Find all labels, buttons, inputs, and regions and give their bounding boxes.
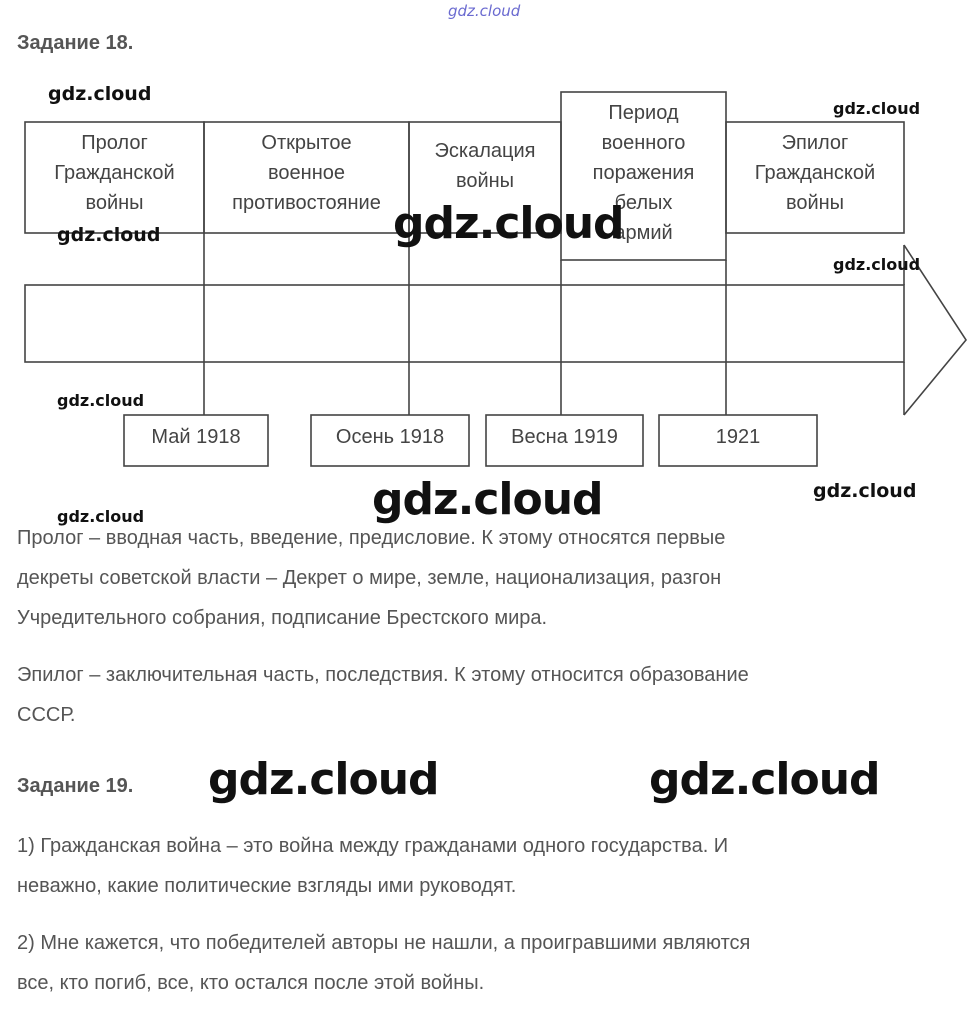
watermark: gdz.cloud bbox=[833, 99, 921, 118]
timeline-diagram bbox=[24, 91, 967, 467]
arrow-band bbox=[24, 284, 905, 363]
task-18-title: Задание 18. bbox=[17, 32, 134, 54]
task-18-prologue-text: Пролог – вводная часть, введение, предис… bbox=[17, 527, 726, 629]
date-box-1 bbox=[123, 414, 269, 467]
task-18-epilogue-text: Эпилог – заключительная часть, последств… bbox=[17, 664, 749, 726]
date-box-2 bbox=[310, 414, 470, 467]
watermark: gdz.cloud bbox=[813, 480, 917, 502]
watermark: gdz.cloud bbox=[57, 507, 145, 526]
task-19-answer-2: 2) Мне кажется, что победителей авторы н… bbox=[17, 932, 751, 994]
date-label-3: Весна 1919 bbox=[511, 426, 618, 448]
date-label-1: Май 1918 bbox=[151, 426, 241, 448]
date-box-4 bbox=[658, 414, 818, 467]
watermark: gdz.cloud bbox=[208, 754, 440, 805]
arrow-head bbox=[903, 244, 967, 416]
date-label-4: 1921 bbox=[715, 426, 761, 448]
watermark: gdz.cloud bbox=[393, 198, 625, 249]
watermark-top: gdz.cloud bbox=[448, 2, 521, 20]
date-label-2: Осень 1918 bbox=[335, 426, 445, 448]
watermark: gdz.cloud bbox=[57, 391, 145, 410]
watermark: gdz.cloud bbox=[372, 474, 604, 525]
watermark: gdz.cloud bbox=[48, 83, 152, 105]
task-19-title: Задание 19. bbox=[17, 775, 134, 797]
date-box-3 bbox=[485, 414, 644, 467]
watermark: gdz.cloud bbox=[57, 224, 161, 246]
watermark: gdz.cloud bbox=[833, 255, 921, 274]
task-19-answer-1: 1) Гражданская война – это война между г… bbox=[17, 835, 729, 897]
watermark: gdz.cloud bbox=[649, 754, 881, 805]
period-box-5 bbox=[725, 121, 905, 234]
